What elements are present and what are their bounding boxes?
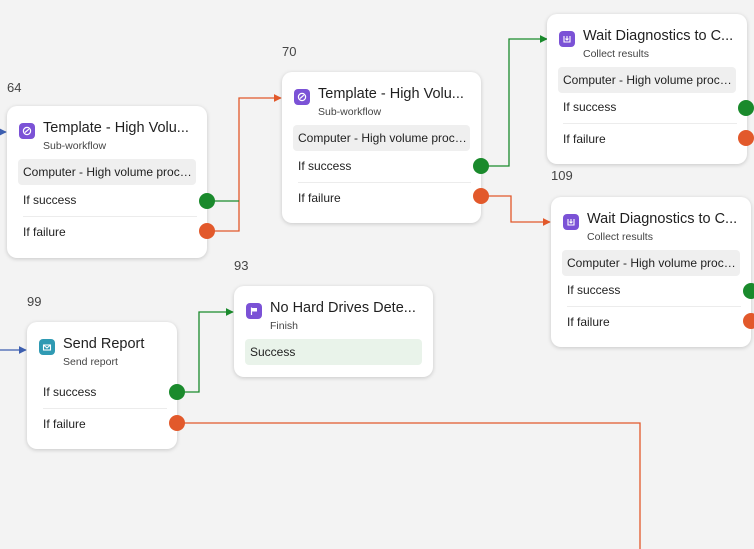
node-header: Send Report Send report xyxy=(39,336,167,370)
node-93-finish[interactable]: No Hard Drives Dete... Finish Success xyxy=(234,286,433,377)
collect-results-icon xyxy=(563,214,579,230)
node-wait-diagnostics-top[interactable]: Wait Diagnostics to C... Collect results… xyxy=(547,14,754,164)
wire-99-failure xyxy=(177,422,641,549)
node-109-wait-diagnostics[interactable]: Wait Diagnostics to C... Collect results… xyxy=(551,197,754,347)
failure-port[interactable] xyxy=(743,313,754,329)
node-subtitle: Collect results xyxy=(583,48,649,60)
wire-70-failure-to-109 xyxy=(481,195,551,226)
node-title: Send Report xyxy=(63,336,145,352)
outlet-success: If success xyxy=(567,275,741,307)
node-id-label: 93 xyxy=(234,258,249,273)
node-subtitle: Sub-workflow xyxy=(43,140,107,152)
success-port[interactable] xyxy=(738,100,754,116)
status-badge: Success xyxy=(245,339,422,365)
failure-port[interactable] xyxy=(473,188,489,204)
node-task: Computer - High volume proce... xyxy=(562,250,740,276)
success-port[interactable] xyxy=(169,384,185,400)
failure-port[interactable] xyxy=(738,130,754,146)
node-task: Computer - High volume proce... xyxy=(558,67,736,93)
outlet-failure: If failure xyxy=(43,417,86,431)
wire-64-failure-to-70 xyxy=(207,94,282,232)
node-task: Computer - High volume proce... xyxy=(18,159,196,185)
node-header: No Hard Drives Dete... Finish xyxy=(246,300,423,334)
node-header: Template - High Volu... Sub-workflow xyxy=(19,120,197,154)
success-port[interactable] xyxy=(199,193,215,209)
outlet-failure: If failure xyxy=(23,225,66,239)
node-title: Template - High Volu... xyxy=(43,120,189,136)
node-title: Template - High Volu... xyxy=(318,86,464,102)
node-70-template-subworkflow[interactable]: Template - High Volu... Sub-workflow Com… xyxy=(282,72,489,223)
node-id-label: 109 xyxy=(551,168,573,183)
node-id-label: 99 xyxy=(27,294,42,309)
send-report-icon xyxy=(39,339,55,355)
node-id-label: 64 xyxy=(7,80,22,95)
node-header: Template - High Volu... Sub-workflow xyxy=(294,86,471,120)
subworkflow-icon xyxy=(19,123,35,139)
node-subtitle: Send report xyxy=(63,356,118,368)
success-port[interactable] xyxy=(473,158,489,174)
outlet-success: If success xyxy=(563,92,737,124)
node-99-send-report[interactable]: Send Report Send report If success If fa… xyxy=(27,322,185,449)
outlet-failure: If failure xyxy=(567,315,610,329)
node-title: Wait Diagnostics to C... xyxy=(587,211,738,227)
failure-port[interactable] xyxy=(169,415,185,431)
node-64-template-subworkflow[interactable]: Template - High Volu... Sub-workflow Com… xyxy=(7,106,215,258)
collect-results-icon xyxy=(559,31,575,47)
node-id-label: 70 xyxy=(282,44,297,59)
outlet-failure: If failure xyxy=(298,191,341,205)
failure-port[interactable] xyxy=(199,223,215,239)
node-header: Wait Diagnostics to C... Collect results xyxy=(559,28,737,62)
node-subtitle: Sub-workflow xyxy=(318,106,382,118)
outlet-success: If success xyxy=(23,185,197,217)
node-task: Computer - High volume proce... xyxy=(293,125,470,151)
node-title: Wait Diagnostics to C... xyxy=(583,28,734,44)
subworkflow-icon xyxy=(294,89,310,105)
success-port[interactable] xyxy=(743,283,754,299)
finish-flag-icon xyxy=(246,303,262,319)
outlet-success: If success xyxy=(43,377,167,409)
outlet-failure: If failure xyxy=(563,132,606,146)
node-title: No Hard Drives Dete... xyxy=(270,300,416,316)
node-subtitle: Collect results xyxy=(587,231,653,243)
outlet-success: If success xyxy=(298,151,471,183)
wire-70-success-to-wait xyxy=(481,35,548,167)
node-header: Wait Diagnostics to C... Collect results xyxy=(563,211,741,245)
wire-99-success-to-93 xyxy=(177,308,234,393)
node-subtitle: Finish xyxy=(270,320,299,332)
